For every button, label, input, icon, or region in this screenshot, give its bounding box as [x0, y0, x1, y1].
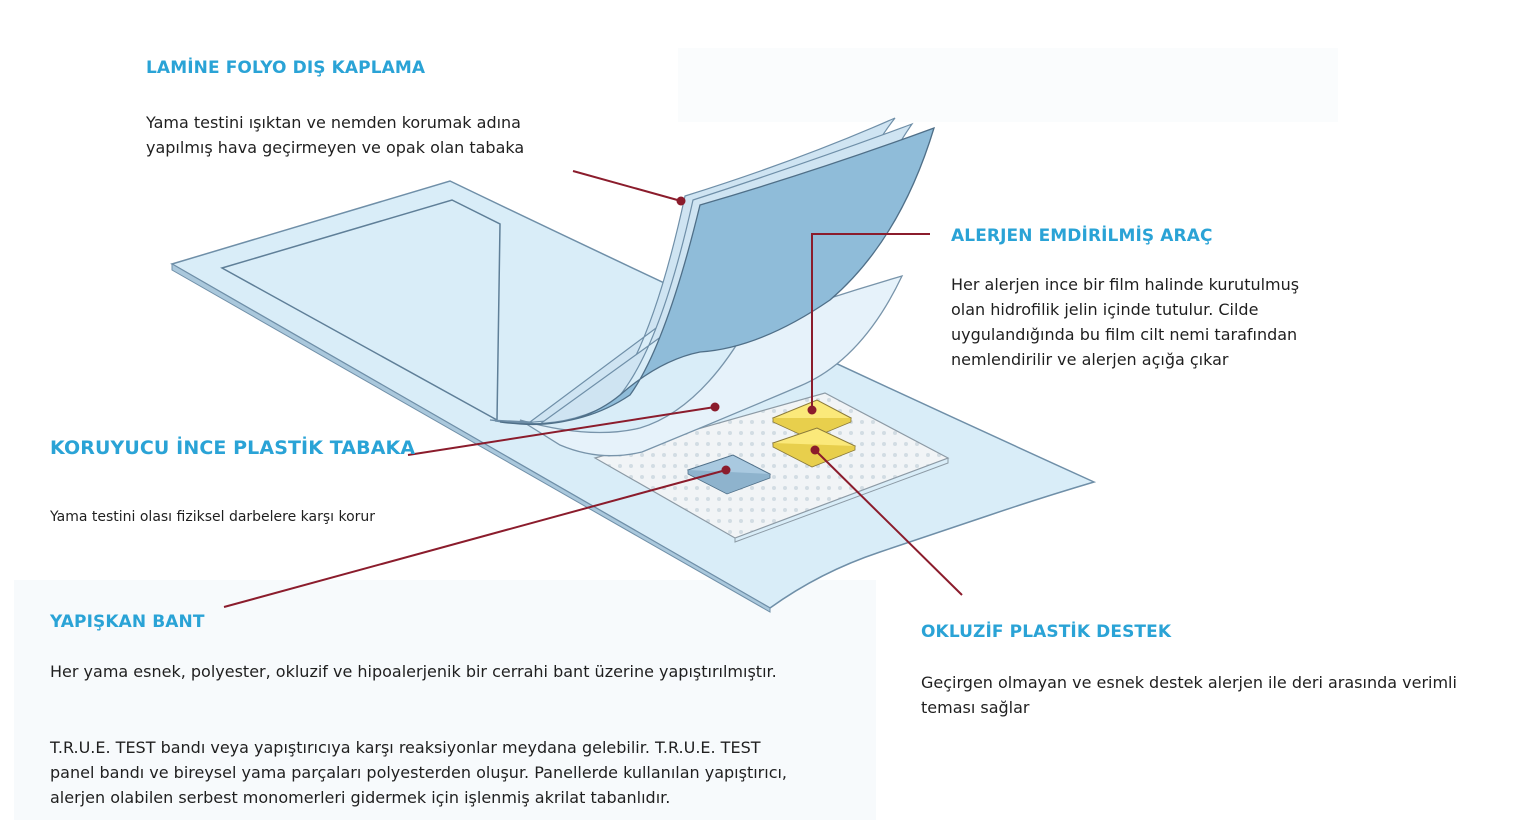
laminate-line-2: yapılmış hava geçirmeyen ve opak olan ta… [146, 138, 525, 157]
leader-dots [676, 196, 820, 475]
occlusive-line-2: teması sağlar [921, 698, 1030, 717]
laminate-description: Yama testini ışıktan ve nemden korumak a… [146, 110, 524, 160]
laminate-line-1: Yama testini ışıktan ve nemden korumak a… [146, 113, 521, 132]
leader-protective [407, 406, 716, 456]
adhesive-line-4: alerjen olabilen serbest monomerleri gid… [50, 788, 671, 807]
laminate-title: LAMİNE FOLYO DIŞ KAPLAMA [146, 58, 426, 78]
adhesive-title: YAPIŞKAN BANT [50, 612, 205, 632]
allergen-line-2: olan hidrofilik jelin içinde tutulur. Ci… [951, 300, 1259, 319]
adhesive-description-1: Her yama esnek, polyester, okluzif ve hi… [50, 659, 777, 684]
occlusive-line-1: Geçirgen olmayan ve esnek destek alerjen… [921, 673, 1457, 692]
occlusive-description: Geçirgen olmayan ve esnek destek alerjen… [921, 670, 1457, 720]
allergen-line-1: Her alerjen ince bir film halinde kurutu… [951, 275, 1300, 294]
adhesive-band-base [170, 180, 1097, 613]
allergen-line-4: nemlendirilir ve alerjen açığa çıkar [951, 350, 1229, 369]
occlusive-backing [593, 392, 950, 543]
laminate-foil-cover [489, 117, 936, 426]
protective-title: KORUYUCU İNCE PLASTİK TABAKA [50, 437, 416, 459]
allergen-line-3: uygulandığında bu film cilt nemi tarafın… [951, 325, 1298, 344]
leader-adhesive [223, 469, 727, 608]
leader-laminate [572, 170, 682, 202]
adhesive-line-1: Her yama esnek, polyester, okluzif ve hi… [50, 662, 777, 681]
allergen-description: Her alerjen ince bir film halinde kurutu… [951, 272, 1299, 372]
adhesive-line-2: T.R.U.E. TEST bandı veya yapıştırıcıya k… [50, 738, 761, 757]
background-panel-bottom [14, 580, 876, 820]
occlusive-title: OKLUZİF PLASTİK DESTEK [921, 622, 1172, 642]
leader-lines [223, 170, 963, 608]
protective-description: Yama testini olası fiziksel darbelere ka… [50, 507, 375, 527]
adhesive-line-3: panel bandı ve bireysel yama parçaları p… [50, 763, 788, 782]
adhesive-description-2: T.R.U.E. TEST bandı veya yapıştırıcıya k… [50, 735, 787, 810]
background-panel-top [678, 48, 1338, 122]
leader-allergen [811, 233, 930, 410]
protective-line-1: Yama testini olası fiziksel darbelere ka… [50, 509, 376, 525]
allergen-title: ALERJEN EMDİRİLMİŞ ARAÇ [951, 226, 1213, 246]
leader-occlusive [814, 449, 963, 596]
protective-plastic-layer [519, 274, 904, 457]
